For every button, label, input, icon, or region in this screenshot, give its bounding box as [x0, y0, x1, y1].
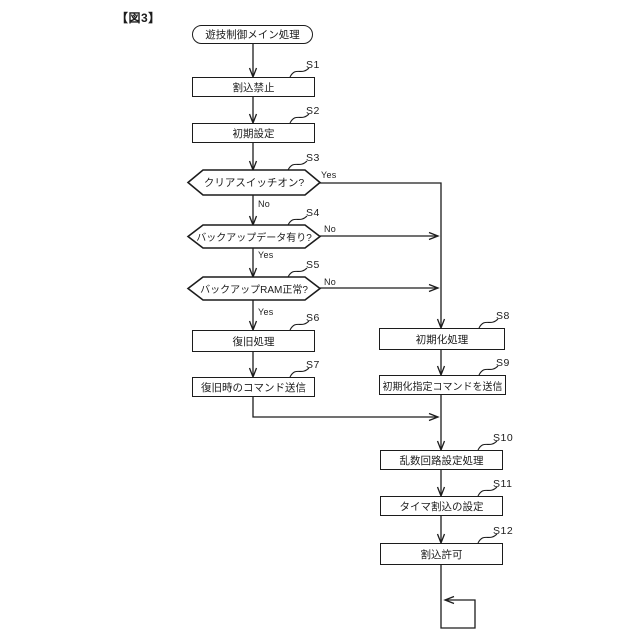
arrowhead-s7-merge — [428, 412, 440, 422]
step-label-s12: S12 — [493, 525, 514, 537]
step-label-s7: S7 — [306, 359, 320, 371]
step-label-s8: S8 — [496, 310, 510, 322]
arrowhead-s5-no — [428, 283, 440, 293]
step-label-s5: S5 — [306, 259, 320, 271]
edge-s7-merge — [252, 397, 436, 418]
step-label-s2: S2 — [306, 105, 320, 117]
leader-s5 — [287, 267, 308, 278]
leader-s7 — [289, 367, 310, 378]
branch-label-s3-no: No — [258, 199, 271, 209]
edge-s12-loop — [440, 565, 476, 629]
step-label-s4: S4 — [306, 207, 320, 219]
step-label-s1: S1 — [306, 59, 320, 71]
node-s4: バックアップデータ有り? — [196, 233, 312, 244]
decision-hexagon-s4 — [186, 224, 322, 249]
leader-s10 — [477, 440, 498, 451]
leader-s3 — [287, 160, 308, 171]
leader-s2 — [289, 113, 310, 124]
step-label-s3: S3 — [306, 152, 320, 164]
node-s5: バックアップRAM正常? — [200, 285, 308, 296]
branch-label-s4-no: No — [324, 224, 337, 234]
node-s6: 復旧処理 — [192, 330, 315, 352]
arrowhead-s4-no — [428, 231, 440, 241]
edge-s3-yes-right — [320, 182, 442, 327]
node-s10: 乱数回路設定処理 — [380, 450, 503, 470]
node-s9: 初期化指定コマンドを送信 — [379, 375, 506, 395]
branch-label-s4-yes: Yes — [258, 250, 274, 260]
leader-s11 — [477, 486, 498, 497]
node-s12: 割込許可 — [380, 543, 503, 565]
node-s11: タイマ割込の設定 — [380, 496, 503, 516]
arrowhead-loop — [443, 595, 455, 605]
branch-label-s3-yes: Yes — [321, 170, 337, 180]
step-label-s6: S6 — [306, 312, 320, 324]
leader-s4 — [287, 215, 308, 226]
node-s2: 初期設定 — [192, 123, 315, 143]
leader-s1 — [289, 67, 310, 78]
node-s3: クリアスイッチオン? — [203, 177, 305, 189]
node-s1: 割込禁止 — [192, 77, 315, 97]
step-label-s9: S9 — [496, 357, 510, 369]
node-start: 遊技制御メイン処理 — [192, 25, 313, 44]
node-s7: 復旧時のコマンド送信 — [192, 377, 315, 397]
branch-label-s5-yes: Yes — [258, 307, 274, 317]
step-label-s11: S11 — [493, 478, 513, 490]
leader-s9 — [478, 365, 499, 376]
node-s8: 初期化処理 — [379, 328, 505, 350]
decision-hexagon-s3 — [186, 169, 322, 196]
figure-number-label: 【図3】 — [116, 11, 161, 25]
branch-label-s5-no: No — [324, 277, 337, 287]
leader-s8 — [478, 318, 499, 329]
leader-s12 — [477, 533, 498, 544]
leader-s6 — [289, 320, 310, 331]
step-label-s10: S10 — [493, 432, 514, 444]
decision-hexagon-s5 — [186, 276, 322, 301]
